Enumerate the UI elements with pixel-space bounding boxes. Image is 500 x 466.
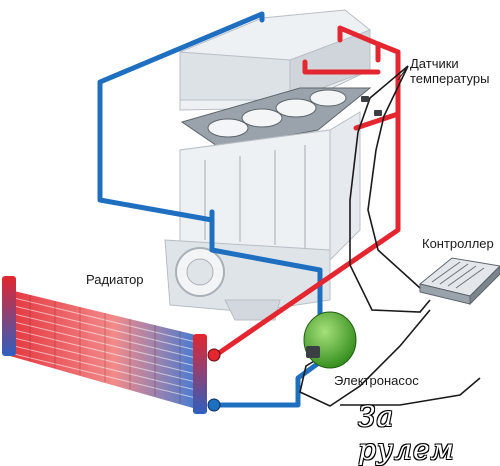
diagram-canvas [2,9,500,414]
temperature-sensor-icon [361,96,382,116]
label-leaders [397,65,409,81]
controller-label: Контроллер [422,236,494,251]
engine-block-icon [164,9,372,321]
hot-coolant-line [213,25,401,358]
radiator-icon [2,276,221,414]
sensors-label: Датчики температуры [410,56,490,86]
controller-unit-icon [418,257,500,306]
watermark-logo: За рулем [358,400,455,466]
pump-label: Электронасос [334,373,419,388]
electric-pump-icon [303,311,357,369]
radiator-label: Радиатор [86,272,144,287]
cooling-system-diagram: Датчики температуры Контроллер Радиатор … [2,9,500,466]
sensor-wires [299,65,481,407]
